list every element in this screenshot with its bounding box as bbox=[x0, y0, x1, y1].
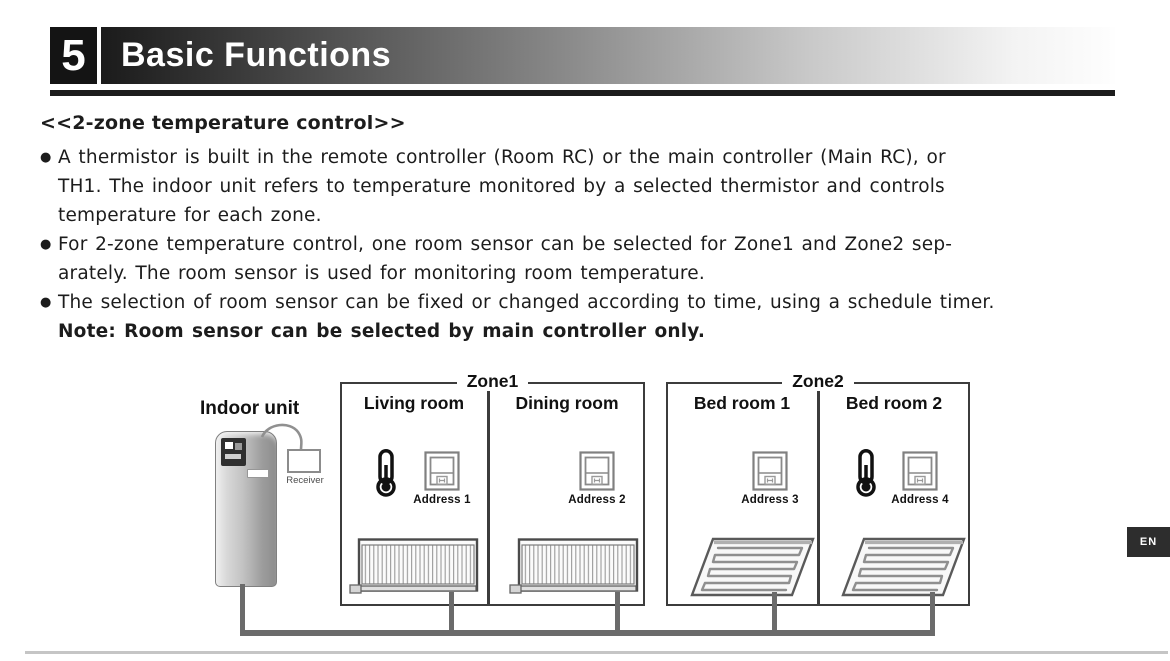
cable-bed-room-2 bbox=[930, 592, 935, 636]
bullet-text: The selection of room sensor can be fixe… bbox=[58, 292, 995, 313]
cable-bed-room-1 bbox=[772, 592, 777, 636]
language-badge: EN bbox=[1127, 527, 1170, 557]
room-label-bed2: Bed room 2 bbox=[845, 393, 943, 413]
radiator-icon bbox=[509, 538, 639, 594]
indoor-unit-control-panel bbox=[221, 438, 246, 466]
content: <<2-zone temperature control>> ● A therm… bbox=[40, 110, 1118, 346]
cable-dining-room bbox=[615, 592, 620, 636]
cable-indoor-unit bbox=[240, 584, 245, 636]
section-title: Basic Functions bbox=[121, 36, 392, 74]
cable-living-room bbox=[449, 592, 454, 636]
bullet-item: ● A thermistor is built in the remote co… bbox=[40, 143, 1118, 230]
bullet-item: ● The selection of room sensor can be fi… bbox=[40, 288, 1118, 317]
address-label: Address 4 bbox=[891, 494, 949, 506]
section-title-bar: Basic Functions bbox=[101, 27, 1115, 84]
address-label: Address 3 bbox=[741, 494, 799, 506]
bullet-item: ● For 2-zone temperature control, one ro… bbox=[40, 230, 1118, 288]
bullet-icon: ● bbox=[40, 150, 52, 165]
address-label: Address 2 bbox=[568, 494, 626, 506]
floor-heating-icon bbox=[841, 537, 966, 597]
zone2-room-divider bbox=[817, 384, 820, 604]
panel-button bbox=[235, 443, 242, 450]
bullet-text: For 2-zone temperature control, one room… bbox=[58, 234, 953, 284]
zone1-room-divider bbox=[487, 384, 490, 604]
room-label-dining: Dining room bbox=[515, 393, 619, 413]
note-text: Note: Room sensor can be selected by mai… bbox=[58, 321, 706, 342]
bullet-icon: ● bbox=[40, 295, 52, 310]
footer-rule bbox=[25, 651, 1168, 654]
bullet-icon: ● bbox=[40, 237, 52, 252]
receiver-wire bbox=[260, 423, 303, 451]
indoor-unit-label: Indoor unit bbox=[200, 398, 300, 419]
thermometer-icon bbox=[376, 449, 396, 497]
thermometer-icon bbox=[856, 449, 876, 497]
receiver-label: Receiver bbox=[286, 475, 324, 486]
room-label-bed1: Bed room 1 bbox=[693, 393, 791, 413]
address-label: Address 1 bbox=[413, 494, 471, 506]
bus-line bbox=[240, 630, 935, 636]
bullet-text: A thermistor is built in the remote cont… bbox=[58, 147, 946, 226]
receiver-box bbox=[287, 449, 321, 473]
topic-heading: <<2-zone temperature control>> bbox=[40, 112, 406, 134]
panel-display bbox=[225, 442, 233, 449]
zone1-label: Zone1 bbox=[340, 371, 645, 392]
section-number: 5 bbox=[50, 27, 97, 84]
zone2-label: Zone2 bbox=[666, 371, 970, 392]
radiator-icon bbox=[349, 538, 479, 594]
indoor-unit-slot bbox=[247, 469, 269, 478]
remote-controller-icon bbox=[579, 451, 615, 491]
remote-controller-icon bbox=[424, 451, 460, 491]
remote-controller-icon bbox=[752, 451, 788, 491]
floor-heating-icon bbox=[690, 537, 815, 597]
room-label-living: Living room bbox=[363, 393, 465, 413]
panel-readout bbox=[225, 454, 241, 459]
remote-controller-icon bbox=[902, 451, 938, 491]
header-rule bbox=[50, 90, 1115, 96]
